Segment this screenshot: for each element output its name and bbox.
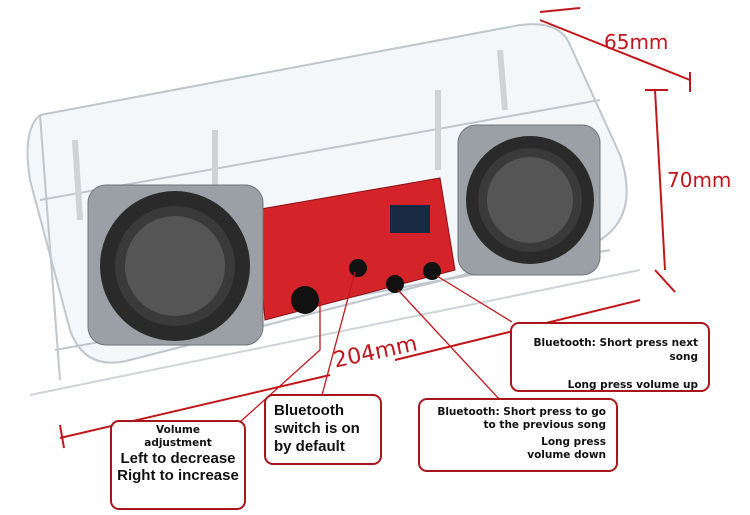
callout-next-song: Bluetooth: Short press next song Long pr… <box>510 322 710 392</box>
callout-text: Left to decrease Right to increase <box>117 450 239 484</box>
volume-knob <box>291 286 319 314</box>
bluetooth-module <box>390 205 430 233</box>
button-3 <box>423 262 441 280</box>
callout-title: Volume <box>156 424 200 436</box>
button-1 <box>349 259 367 277</box>
callout-text: Long press volume up <box>567 379 698 391</box>
left-speaker <box>87 184 264 346</box>
callout-text: Long press volume down <box>527 436 606 461</box>
callout-text: Bluetooth: Short press next song <box>533 337 698 363</box>
callout-text: Bluetooth: Short press to go to the prev… <box>437 406 606 431</box>
callout-text: Bluetooth switch is on by default <box>274 402 360 455</box>
depth-dimension: 65mm <box>604 30 669 54</box>
button-2 <box>386 275 404 293</box>
height-dimension: 70mm <box>667 168 732 192</box>
right-speaker <box>457 124 601 276</box>
callout-bluetooth-switch: Bluetooth switch is on by default <box>264 394 382 465</box>
callout-previous-song: Bluetooth: Short press to go to the prev… <box>418 398 618 472</box>
callout-volume: Volume adjustment Left to decrease Right… <box>110 420 246 510</box>
callout-title: adjustment <box>144 437 212 449</box>
dimension-lines <box>59 7 691 449</box>
